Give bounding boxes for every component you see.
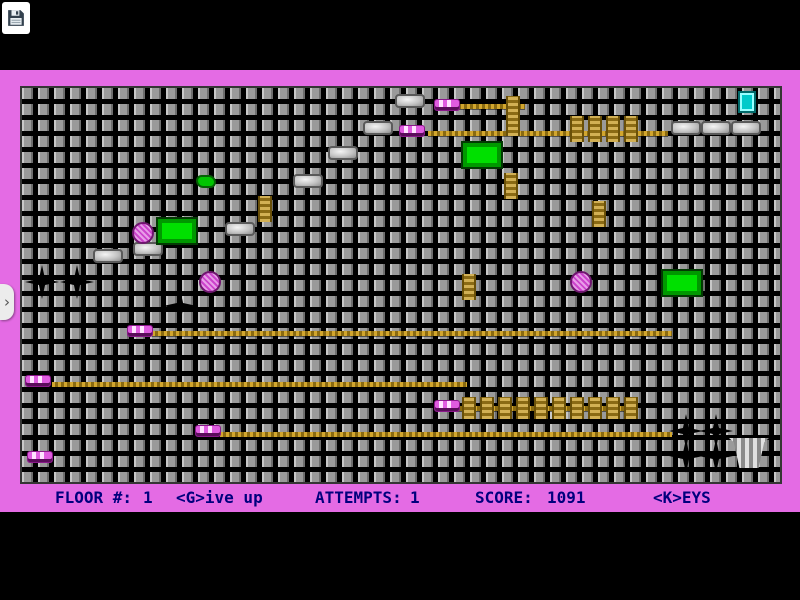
rope-ladder-sprite bbox=[516, 397, 530, 419]
pink-car-sprite bbox=[195, 425, 221, 437]
rope-sprite bbox=[220, 432, 672, 437]
rope-sprite bbox=[52, 382, 467, 387]
green-bug-sprite bbox=[196, 175, 216, 188]
spike-star-sprite bbox=[699, 439, 733, 473]
metal-plate-sprite bbox=[701, 121, 731, 135]
bottom-bar bbox=[0, 512, 800, 600]
metal-plate-sprite bbox=[225, 222, 255, 236]
chevron-right-icon: › bbox=[4, 293, 10, 311]
rope-sprite bbox=[455, 104, 525, 109]
rope-ladder-sprite bbox=[462, 274, 476, 300]
rope-ladder-sprite bbox=[624, 116, 638, 142]
rope-ladder-sprite bbox=[624, 397, 638, 419]
score-label: SCORE: bbox=[475, 488, 533, 507]
pink-car-sprite bbox=[25, 375, 51, 387]
rope-ladder-sprite bbox=[570, 397, 584, 419]
pink-car-sprite bbox=[434, 99, 460, 111]
rope-ladder-sprite bbox=[588, 397, 602, 419]
rope-ladder-sprite bbox=[588, 116, 602, 142]
rope-ladder-sprite bbox=[534, 397, 548, 419]
metal-plate-sprite bbox=[395, 94, 425, 108]
metal-plate-sprite bbox=[93, 249, 123, 263]
rope-ladder-sprite bbox=[606, 397, 620, 419]
magenta-ball-sprite bbox=[570, 271, 592, 293]
spike-star-sprite bbox=[25, 265, 59, 299]
keys-hint: <K>EYS bbox=[653, 488, 711, 507]
rope-ladder-sprite bbox=[498, 397, 512, 419]
pink-car-sprite bbox=[27, 451, 53, 463]
pink-car-sprite bbox=[399, 125, 425, 137]
metal-plate-sprite bbox=[731, 121, 761, 135]
pink-car-sprite bbox=[127, 325, 153, 337]
rope-sprite bbox=[428, 131, 668, 136]
rope-ladder-sprite bbox=[504, 173, 518, 199]
top-bar bbox=[0, 0, 800, 70]
magenta-ball-sprite bbox=[132, 222, 154, 244]
green-block-sprite bbox=[463, 143, 501, 167]
green-block-sprite bbox=[158, 219, 196, 243]
rope-ladder-sprite bbox=[552, 397, 566, 419]
rope-sprite bbox=[152, 331, 672, 336]
rope-ladder-sprite bbox=[506, 96, 520, 136]
pink-car-sprite bbox=[434, 400, 460, 412]
metal-plate-sprite bbox=[133, 242, 163, 256]
give-up-hint: <G>ive up bbox=[176, 488, 263, 507]
rope-ladder-sprite bbox=[462, 397, 476, 419]
attempts-value: 1 bbox=[410, 488, 420, 507]
green-block-sprite bbox=[663, 271, 701, 295]
side-panel-toggle[interactable]: › bbox=[0, 284, 14, 320]
floor-value: 1 bbox=[143, 488, 153, 507]
metal-plate-sprite bbox=[293, 174, 323, 188]
floppy-disk-icon bbox=[8, 10, 24, 26]
rope-ladder-sprite bbox=[570, 116, 584, 142]
metal-plate-sprite bbox=[328, 146, 358, 160]
attempts-label: ATTEMPTS: bbox=[315, 488, 402, 507]
score-value: 1091 bbox=[547, 488, 586, 507]
status-bar: FLOOR #: 1 <G>ive up ATTEMPTS: 1 SCORE: … bbox=[0, 484, 800, 510]
floor-label: FLOOR #: bbox=[55, 488, 133, 507]
rope-ladder-sprite bbox=[592, 201, 606, 227]
spike-star-sprite bbox=[669, 439, 703, 473]
game-frame: FLOOR #: 1 <G>ive up ATTEMPTS: 1 SCORE: … bbox=[0, 70, 800, 512]
rope-ladder-sprite bbox=[606, 116, 620, 142]
exit-door-sprite bbox=[738, 91, 756, 113]
magenta-ball-sprite bbox=[199, 271, 221, 293]
spike-star-sprite bbox=[60, 265, 94, 299]
metal-plate-sprite bbox=[363, 121, 393, 135]
metal-plate-sprite bbox=[671, 121, 701, 135]
spike-star-sprite bbox=[163, 289, 197, 323]
rope-ladder-sprite bbox=[480, 397, 494, 419]
rope-ladder-sprite bbox=[258, 196, 272, 222]
trash-can-sprite bbox=[729, 438, 769, 468]
playfield[interactable] bbox=[20, 86, 782, 484]
save-button[interactable] bbox=[2, 2, 30, 34]
